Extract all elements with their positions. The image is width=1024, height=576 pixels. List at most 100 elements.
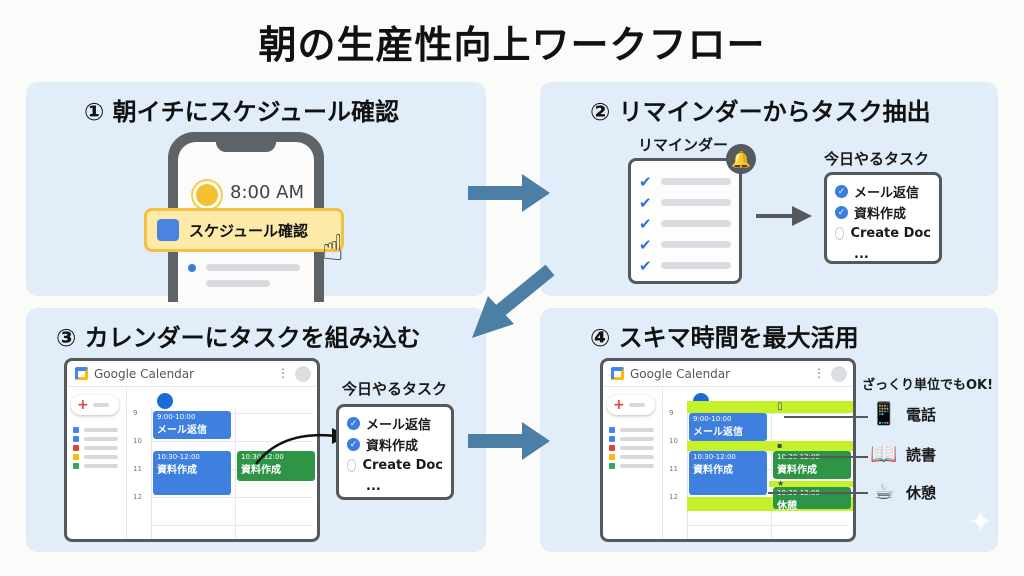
gap-use-item: 📱 電話	[870, 402, 936, 427]
task-item[interactable]: ✓メール返信	[835, 181, 931, 202]
task-item[interactable]: Create Doc	[835, 223, 931, 244]
color-swatch	[609, 435, 615, 442]
hour-label: 10	[133, 437, 142, 445]
phone-icon: 📱	[870, 402, 898, 427]
phone-time: 8:00 AM	[230, 182, 304, 203]
checked-circle-icon: ✓	[835, 206, 848, 219]
placeholder-line	[206, 280, 270, 287]
task-more: ...	[366, 479, 381, 494]
hour-label: 9	[669, 409, 674, 417]
gap-note: ざっくり単位でもOK!	[862, 378, 994, 393]
step-4-title: ④ スキマ時間を最大活用	[590, 324, 859, 352]
calendar-event[interactable]: 10:30-12:00 資料作成	[153, 451, 231, 495]
hour-label: 9	[133, 409, 138, 417]
flow-arrow-right-icon	[468, 422, 550, 460]
placeholder-line	[84, 445, 118, 450]
check-icon: ✔	[639, 256, 652, 275]
grid-line	[151, 407, 152, 539]
calendar-list-item[interactable]	[609, 434, 654, 443]
calendar-list	[73, 425, 118, 470]
color-swatch	[73, 435, 79, 442]
checked-circle-icon: ✓	[347, 438, 360, 451]
create-button[interactable]: +	[71, 395, 119, 415]
checked-circle-icon: ✓	[835, 185, 848, 198]
task-more: ...	[854, 247, 869, 262]
task-label: Create Doc	[850, 226, 931, 241]
free-time-slot[interactable]	[769, 481, 853, 487]
create-button[interactable]: +	[607, 395, 655, 415]
calendar-list-item[interactable]	[609, 461, 654, 470]
check-icon: ✔	[639, 214, 652, 233]
gap-use-label: 電話	[906, 406, 937, 424]
grid-line	[235, 407, 236, 539]
calendar-list-item[interactable]	[73, 461, 118, 470]
event-title: メール返信	[157, 425, 207, 436]
calendar-list-item[interactable]	[73, 434, 118, 443]
step-2-title: ② リマインダーからタスク抽出	[590, 98, 931, 126]
checked-circle-icon: ✓	[347, 417, 360, 430]
event-title: 資料作成	[693, 465, 733, 476]
hour-label: 11	[669, 465, 678, 473]
calendar-event[interactable]: 9:00-10:00 メール返信	[153, 411, 231, 439]
task-item[interactable]: ✓資料作成	[347, 434, 443, 455]
task-item[interactable]: Create Doc	[347, 455, 443, 476]
event-time: 9:00-10:00	[157, 413, 196, 421]
calendar-event[interactable]: 9:00-10:00 メール返信	[689, 413, 767, 441]
grid-line	[151, 525, 313, 526]
placeholder-line	[620, 454, 654, 459]
step-2-panel: ② リマインダーからタスク抽出 リマインダー ✔ ✔ ✔ ✔ ✔ 🔔 今日やるタ…	[540, 82, 998, 296]
reminder-label: リマインダー	[638, 136, 729, 154]
task-item[interactable]: ✓ 資料作成	[835, 202, 931, 223]
calendar-list-item[interactable]	[73, 452, 118, 461]
task-item[interactable]: ✓ メール返信	[347, 413, 443, 434]
calendar-list-item[interactable]	[609, 425, 654, 434]
calendar-event[interactable]: 10:30-12:00 休憩	[773, 487, 851, 512]
calendar-event[interactable]: 10:30-12:00 資料作成	[689, 451, 767, 495]
free-time-slot[interactable]	[687, 441, 853, 451]
reminder-row: ✔	[639, 192, 731, 213]
event-title: メール返信	[693, 427, 743, 438]
calendar-list-item[interactable]	[609, 452, 654, 461]
placeholder-line	[661, 241, 731, 248]
grid-line	[151, 497, 313, 498]
more-options-icon[interactable]: ⋮	[277, 366, 289, 380]
step-1-title: ① 朝イチにスケジュール確認	[84, 98, 399, 126]
bell-icon: 🔔	[726, 144, 756, 174]
right-arrow-icon	[756, 206, 812, 226]
placeholder-line	[661, 220, 731, 227]
avatar[interactable]	[295, 366, 311, 382]
schedule-check-card[interactable]: スケジュール確認	[144, 208, 344, 252]
calendar-sidebar: +	[603, 387, 663, 539]
hour-label: 12	[669, 493, 678, 501]
plus-icon: +	[613, 397, 625, 413]
color-swatch	[73, 444, 79, 451]
task-label: メール返信	[366, 418, 432, 433]
placeholder-line	[206, 264, 300, 271]
today-tasks-list: ✓ メール返信 ✓資料作成 Create Doc ...	[336, 404, 454, 500]
step-4-panel: ④ スキマ時間を最大活用 Google Calendar ⋮ +	[540, 308, 998, 552]
grid-line	[151, 469, 313, 470]
event-title: 資料作成	[777, 465, 817, 476]
event-title: 休憩	[777, 501, 797, 512]
calendar-app-name: Google Calendar	[94, 366, 195, 381]
hour-label: 12	[133, 493, 142, 501]
calendar-list-item[interactable]	[73, 425, 118, 434]
event-color-square	[157, 219, 179, 241]
step-3-panel: ③ カレンダーにタスクを組み込む Google Calendar ⋮ +	[26, 308, 486, 552]
today-tasks-list: ✓メール返信 ✓ 資料作成 Create Doc ...	[824, 172, 942, 264]
calendar-list-item[interactable]	[73, 443, 118, 452]
hour-label: 11	[133, 465, 142, 473]
grid-line	[687, 407, 688, 539]
free-time-slot[interactable]	[687, 401, 853, 413]
flow-arrow-diagonal-icon	[472, 264, 555, 338]
more-options-icon[interactable]: ⋮	[813, 366, 825, 380]
calendar-list-item[interactable]	[609, 443, 654, 452]
task-label: 資料作成	[854, 207, 907, 222]
color-swatch	[73, 453, 79, 460]
grid-line	[771, 407, 772, 539]
avatar[interactable]	[831, 366, 847, 382]
calendar-logo-icon	[611, 367, 624, 380]
unchecked-circle-icon	[835, 227, 845, 240]
grid-line	[687, 525, 849, 526]
placeholder-line	[661, 199, 731, 206]
